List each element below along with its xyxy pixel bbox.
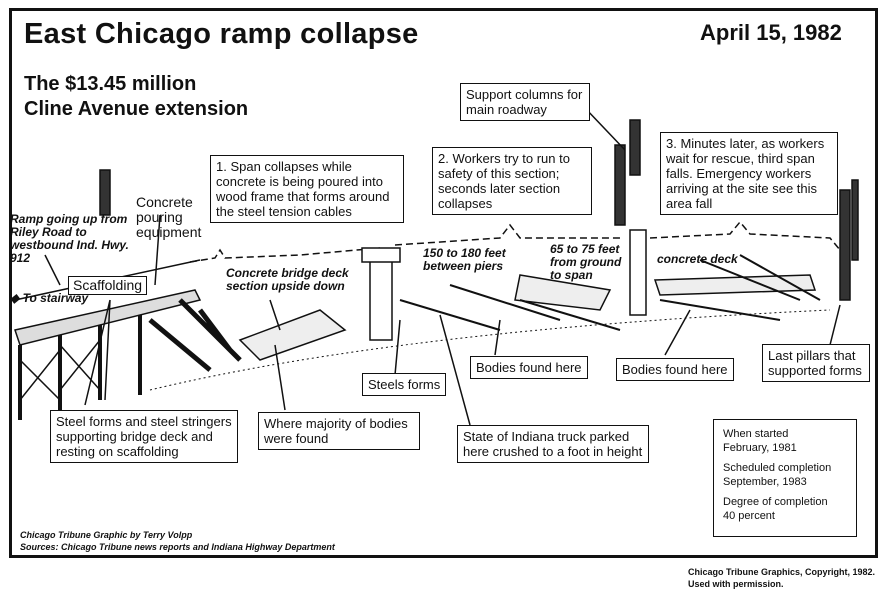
graphic-frame <box>9 8 878 558</box>
sources-credit: Sources: Chicago Tribune news reports an… <box>20 542 335 552</box>
callout-step-3: 3. Minutes later, as workers wait for re… <box>660 132 838 215</box>
label-scaffolding: Scaffolding <box>68 276 148 295</box>
label-stairway: ◆ To stairway <box>10 291 89 305</box>
event-date: April 15, 1982 <box>700 20 842 45</box>
copyright-text: Chicago Tribune Graphics, Copyright, 198… <box>688 567 876 577</box>
label-truck: State of Indiana truck parked here crush… <box>457 425 649 463</box>
graphic-credit: Chicago Tribune Graphic by Terry Volpp <box>20 530 193 540</box>
label-last-pillars: Last pillars that supported forms <box>762 344 870 382</box>
label-steel-stringers: Steel forms and steel stringers supporti… <box>50 410 238 463</box>
label-bodies-1: Bodies found here <box>470 356 588 379</box>
started-label: When started <box>723 428 789 440</box>
started-value: February, 1981 <box>723 442 797 454</box>
graphic-title: East Chicago ramp collapse <box>24 18 419 50</box>
label-majority-bodies: Where majority of bodies were found <box>258 412 420 450</box>
label-ramp: Ramp going up from Riley Road to westbou… <box>10 212 129 265</box>
copyright: Chicago Tribune Graphics, Copyright, 198… <box>688 566 875 590</box>
subtitle-line-2: Cline Avenue extension <box>24 98 249 120</box>
completion-value: September, 1983 <box>723 476 807 488</box>
label-steels-forms: Steels forms <box>362 373 447 396</box>
callout-step-2: 2. Workers try to run to safety of this … <box>432 147 592 215</box>
permission-text: Used with permission. <box>688 579 784 589</box>
completion-label: Scheduled completion <box>723 462 832 474</box>
subtitle-line-1: The $13.45 million <box>24 73 197 95</box>
label-pier-distance: 150 to 180 feet between piers <box>423 246 506 273</box>
label-concrete-deck: concrete deck <box>657 252 738 266</box>
label-bodies-2: Bodies found here <box>616 358 734 381</box>
degree-label: Degree of completion <box>723 496 828 508</box>
callout-step-1: 1. Span collapses while concrete is bein… <box>210 155 404 223</box>
stairway-text: To stairway <box>22 291 89 305</box>
label-concrete-equipment: Concrete pouring equipment <box>136 194 202 240</box>
subtitle: The $13.45 million Cline Avenue extensio… <box>24 72 248 122</box>
callout-support-columns: Support columns for main roadway <box>460 83 590 121</box>
label-height: 65 to 75 feet from ground to span <box>550 242 622 282</box>
degree-value: 40 percent <box>723 510 775 522</box>
label-deck-upside-down: Concrete bridge deck section upside down <box>226 266 349 293</box>
